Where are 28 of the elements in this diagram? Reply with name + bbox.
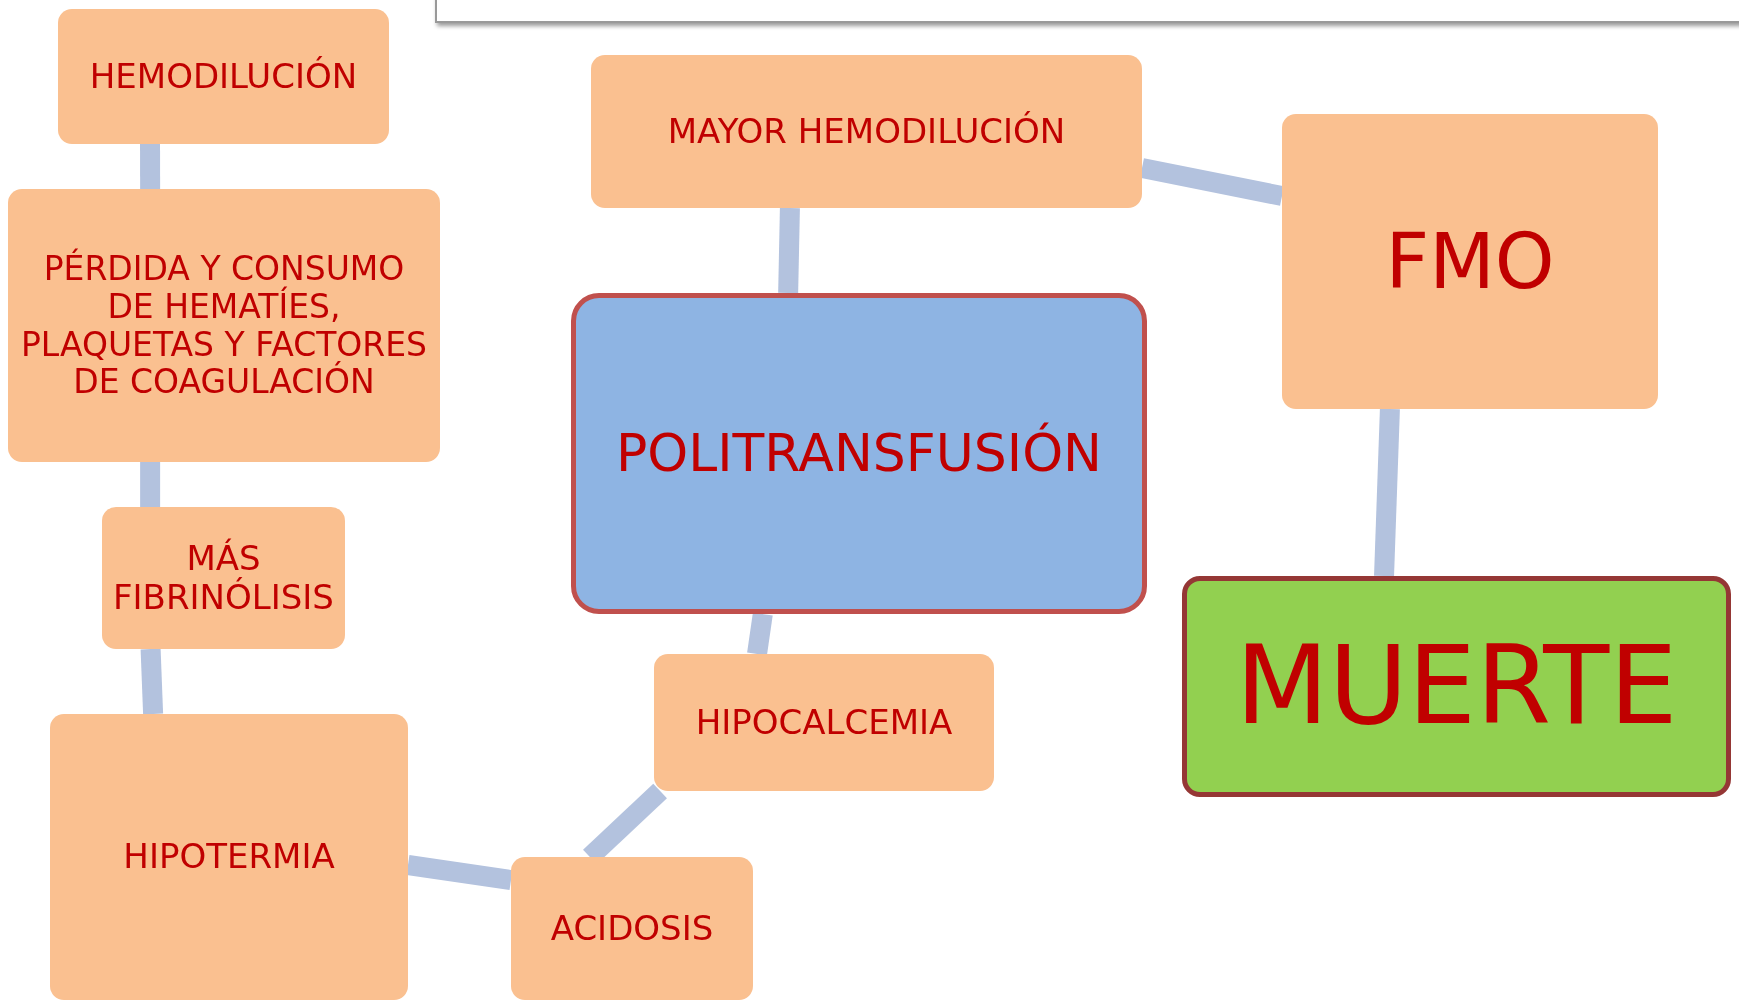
box-label: ACIDOSIS — [550, 908, 714, 949]
process-box — [591, 55, 1142, 208]
box-label: FMO — [1385, 217, 1555, 306]
process-box — [8, 189, 440, 462]
process-box — [1282, 114, 1658, 409]
connector-line — [140, 462, 161, 507]
connector-line — [747, 612, 773, 656]
process-box — [102, 507, 345, 649]
connector-line — [1374, 408, 1400, 577]
process-box — [50, 714, 408, 1000]
process-box — [654, 654, 994, 791]
box-label: PÉRDIDA Y CONSUMO DE HEMATÍES, PLAQUETAS Y FACTORES DE COAGULACIÓN — [19, 249, 429, 402]
box-label: HEMODILUCIÓN — [89, 56, 358, 97]
process-box — [58, 9, 389, 144]
connector-line — [406, 855, 513, 890]
box-label: MÁS FIBRINÓLISIS — [112, 538, 335, 618]
connector-line — [1140, 158, 1284, 206]
box-label: HIPOCALCEMIA — [695, 702, 953, 743]
highlight-box — [571, 293, 1147, 614]
box-label: HIPOTERMIA — [123, 837, 335, 877]
box-label: MUERTE — [1235, 624, 1678, 749]
highlight-box — [1182, 576, 1731, 797]
connector-line — [140, 648, 164, 715]
process-box — [511, 857, 753, 1000]
box-label: MAYOR HEMODILUCIÓN — [667, 111, 1066, 152]
box-label: POLITRANSFUSIÓN — [616, 423, 1102, 484]
connector-line — [778, 207, 800, 294]
connector-line — [140, 144, 161, 190]
